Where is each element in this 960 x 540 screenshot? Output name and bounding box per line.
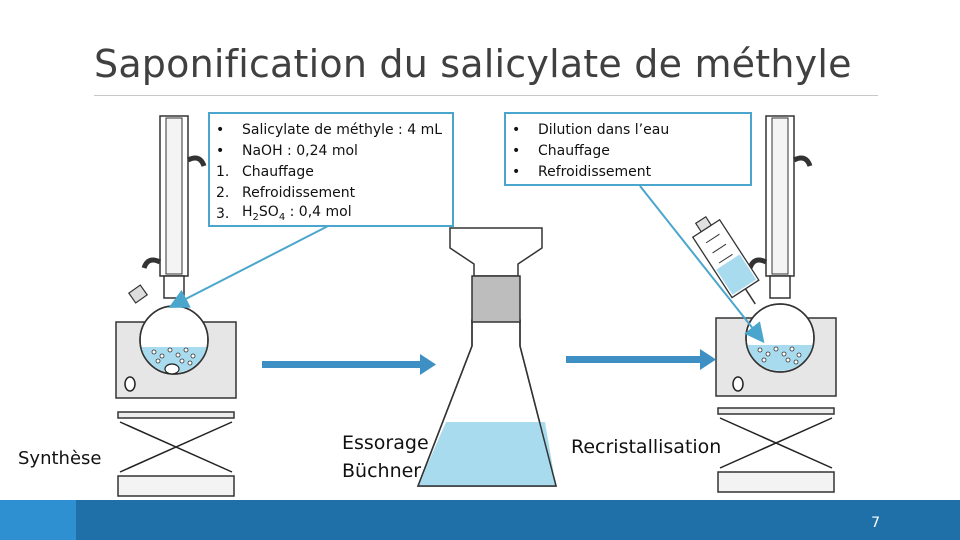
condenser-icon [747, 115, 813, 299]
process-arrow [566, 349, 716, 370]
list-item: •Dilution dans l’eau [512, 121, 670, 138]
synthesis-label: Synthèse [18, 448, 102, 469]
essorage-label-line2: Büchner [342, 460, 422, 482]
title-divider [94, 95, 878, 96]
callout-pointer [639, 185, 765, 344]
list-item: •NaOH : 0,24 mol [216, 142, 358, 159]
list-item: •Salicylate de méthyle : 4 mL [216, 121, 443, 138]
syringe-icon [691, 215, 760, 305]
erlenmeyer-flask-icon [416, 319, 557, 487]
lab-jack-icon [717, 407, 835, 493]
list-item: •Refroidissement [512, 163, 652, 180]
recrystallization-callout: •Dilution dans l’eau •Chauffage •Refroid… [504, 112, 752, 186]
buchner-funnel-icon [449, 227, 543, 323]
recrystallization-label: Recristallisation [571, 436, 722, 458]
essorage-label-line1: Essorage [342, 432, 429, 454]
lab-jack-icon [117, 411, 235, 497]
list-item: 2.Refroidissement [216, 184, 356, 201]
slide-title: Saponification du salicylate de méthyle [94, 42, 852, 86]
process-arrow [262, 354, 436, 375]
list-item: 3.H2SO4 : 0,4 mol [216, 204, 352, 223]
synthesis-conditions-callout: •Salicylate de méthyle : 4 mL •NaOH : 0,… [208, 112, 454, 227]
list-item: 1.Chauffage [216, 163, 314, 180]
list-item: •Chauffage [512, 142, 610, 159]
round-flask-icon [745, 303, 815, 373]
condenser-icon [141, 115, 207, 299]
footer-bar [0, 500, 960, 540]
callout-pointer [168, 224, 331, 308]
page-number: 7 [871, 515, 880, 531]
